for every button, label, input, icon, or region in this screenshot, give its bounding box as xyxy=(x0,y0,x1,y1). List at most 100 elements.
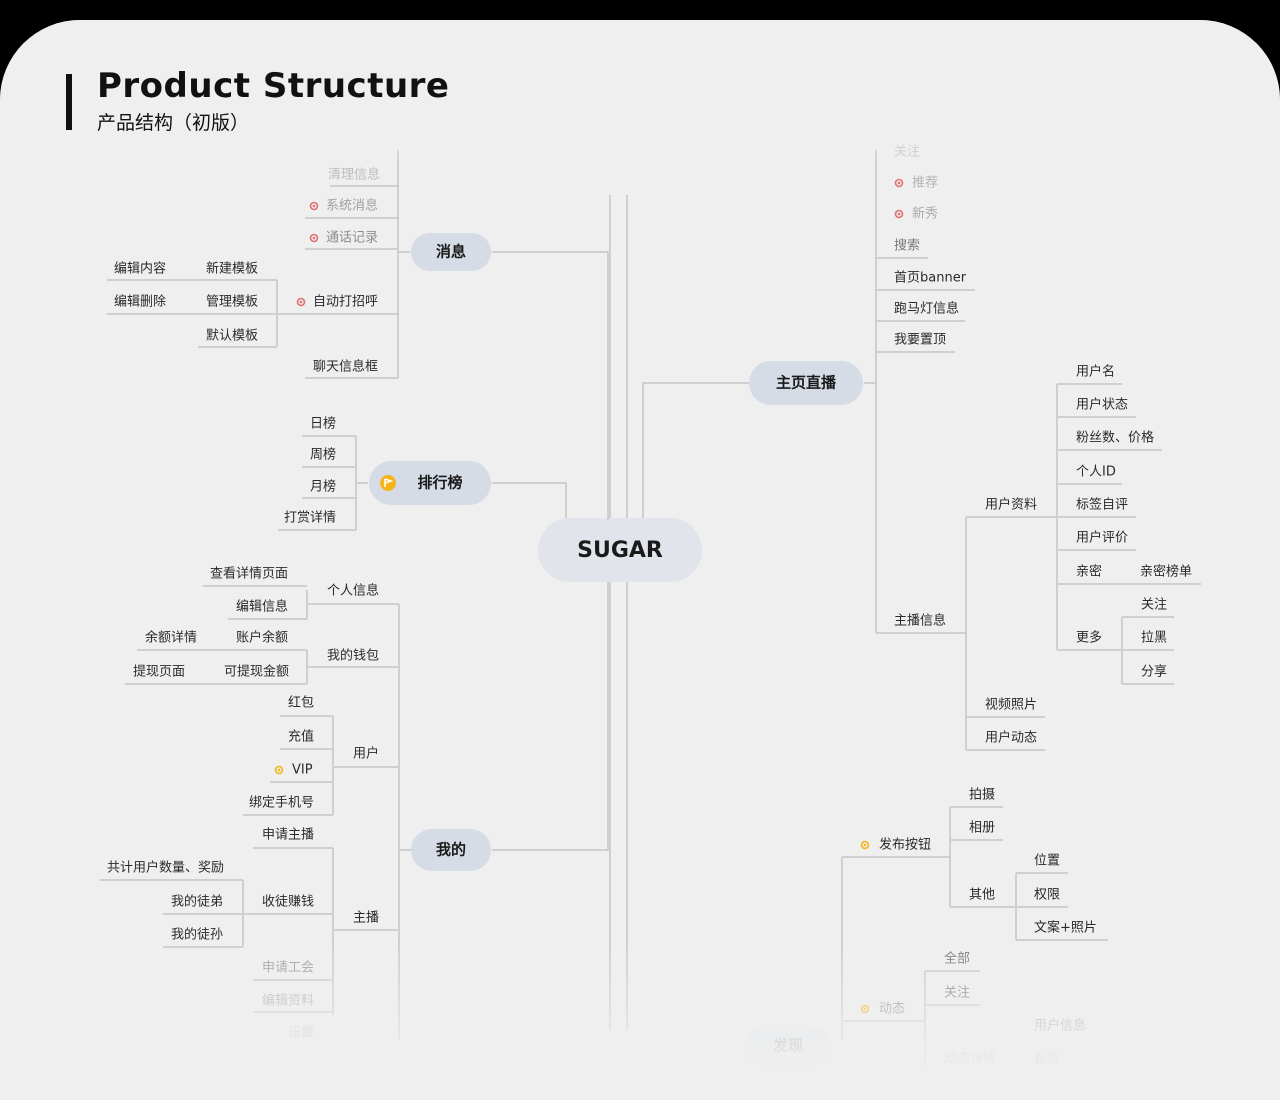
node-wenan: 文案+照片 xyxy=(1034,921,1097,936)
node-faded_r1: 关注 xyxy=(894,145,920,160)
node-lahei: 拉黑 xyxy=(1141,631,1167,646)
node-quanbu: 全部 xyxy=(944,951,970,967)
node-faded_r3: 新秀 xyxy=(912,206,938,222)
node-geren: 个人信息 xyxy=(327,583,379,599)
node-zhubo: 主播 xyxy=(353,911,379,926)
root-pill xyxy=(538,518,702,582)
node-shenqing_gh: 申请工会 xyxy=(262,961,314,976)
node-tixian_je: 可提现金额 xyxy=(224,664,289,680)
node-chongzhi: 充值 xyxy=(288,729,314,745)
vip-badge-icon xyxy=(274,765,284,775)
node-gerenid: 个人ID xyxy=(1076,465,1116,480)
node-sousuo: 搜索 xyxy=(894,239,920,254)
node-faded_b2: 动态详情 xyxy=(944,1052,996,1067)
node-faxian: 发现 xyxy=(772,1037,803,1055)
node-xiangce: 相册 xyxy=(969,821,995,836)
node-fabu: 发布按钮 xyxy=(879,837,931,853)
node-bianji_shanchu: 编辑删除 xyxy=(114,295,166,310)
node-guanli: 管理模板 xyxy=(206,295,258,310)
node-wode: 我的 xyxy=(436,841,466,859)
node-tudi: 我的徒弟 xyxy=(171,894,223,910)
node-moren: 默认模板 xyxy=(206,328,258,344)
vip-badge-icon-core xyxy=(277,768,281,772)
node-dongtai: 动态 xyxy=(879,1002,905,1017)
node-ribang: 日榜 xyxy=(310,416,336,432)
node-guanzhu: 关注 xyxy=(1141,598,1167,613)
node-sixin: 私信 xyxy=(1034,1052,1060,1067)
node-zhanghu: 账户余额 xyxy=(236,630,288,646)
node-fenxiang: 分享 xyxy=(1141,664,1167,680)
title-accent-bar xyxy=(66,74,72,130)
node-yonghuming: 用户名 xyxy=(1076,364,1115,380)
marker-icon xyxy=(894,209,904,219)
marker-icon-core xyxy=(897,181,901,185)
node-bangding: 绑定手机号 xyxy=(249,796,314,811)
xiaoxi-pill xyxy=(411,233,491,271)
connector-line xyxy=(642,382,750,518)
node-zhiding: 我要置顶 xyxy=(894,333,946,348)
node-zhoubang: 周榜 xyxy=(310,447,336,463)
node-fensi: 粉丝数、价格 xyxy=(1076,430,1154,446)
flag-glyph xyxy=(384,478,394,487)
connector-line xyxy=(492,482,567,518)
node-yonghu: 用户 xyxy=(353,746,379,762)
node-faded_top_left: 清理信息 xyxy=(328,167,380,183)
page-title: Product Structure xyxy=(97,66,450,106)
node-guanzhu2: 关注 xyxy=(944,986,970,1001)
marker-icon xyxy=(296,297,306,307)
flag-icon xyxy=(380,475,396,491)
node-faded_bottom: 设置 xyxy=(288,1026,314,1041)
fabu-badge-icon-core xyxy=(863,843,867,847)
node-tonghua: 通话记录 xyxy=(326,231,378,246)
node-xiaoxi: 消息 xyxy=(436,243,466,261)
node-qita: 其他 xyxy=(969,888,995,903)
node-paomadeng: 跑马灯信息 xyxy=(894,301,959,317)
node-qianbao: 我的钱包 xyxy=(327,648,379,664)
node-gengduo: 更多 xyxy=(1076,630,1102,646)
node-zhubo_xx: 主播信息 xyxy=(894,613,946,629)
marker-icon-core xyxy=(299,300,303,304)
node-yue_xq: 余额详情 xyxy=(145,630,197,646)
node-vip: VIP xyxy=(292,763,313,778)
node-liaotian: 聊天信息框 xyxy=(313,359,378,375)
node-chakan: 查看详情页面 xyxy=(210,566,288,582)
node-paihangbang: 排行榜 xyxy=(417,474,462,492)
node-paishe: 拍摄 xyxy=(969,788,995,803)
node-bianji_xinxi: 编辑信息 xyxy=(236,599,288,615)
node-dongtai_yh: 用户动态 xyxy=(985,730,1037,746)
dongtai-badge-icon-core xyxy=(863,1007,867,1011)
node-shipin: 视频照片 xyxy=(985,698,1037,713)
marker-icon-core xyxy=(312,236,316,240)
node-weizhi: 位置 xyxy=(1034,854,1060,869)
marker-icon xyxy=(309,233,319,243)
node-tixian_ym: 提现页面 xyxy=(133,664,185,680)
connector-line xyxy=(492,582,609,851)
node-shenqing_zb: 申请主播 xyxy=(262,828,314,843)
node-tusun: 我的徒孙 xyxy=(171,927,223,943)
paihangbang-pill xyxy=(369,461,491,505)
marker-icon xyxy=(309,201,319,211)
node-bianji_zl: 编辑资料 xyxy=(262,994,314,1009)
node-zhuye: 主页直播 xyxy=(776,374,837,392)
node-qinmi_bd: 亲密榜单 xyxy=(1140,564,1192,580)
node-pingjia: 用户评价 xyxy=(1076,530,1128,546)
zhuye-pill xyxy=(749,361,863,405)
wode-pill xyxy=(411,829,491,871)
node-hongbao: 红包 xyxy=(288,695,314,711)
node-zidong: 自动打招呼 xyxy=(313,295,378,310)
node-yuebang: 月榜 xyxy=(310,479,336,495)
node-faded_r2: 推荐 xyxy=(912,176,938,191)
node-shoutu: 收徒赚钱 xyxy=(262,894,314,910)
node-yonghu_zl: 用户资料 xyxy=(985,497,1037,513)
node-dashang: 打赏详情 xyxy=(284,511,336,526)
node-yonghu_xx: 用户信息 xyxy=(1034,1018,1086,1034)
marker-icon xyxy=(894,178,904,188)
node-xinjian: 新建模板 xyxy=(206,261,258,277)
node-qinmi: 亲密 xyxy=(1076,564,1102,580)
mindmap-card: SUGAR 消息 清理信息系统消息通话记录自动打招呼聊天信息框 新建模板管理模板默认模… xyxy=(0,20,1280,1100)
node-zhuangtai: 用户状态 xyxy=(1076,397,1128,413)
marker-icon-core xyxy=(897,212,901,216)
node-xitong: 系统消息 xyxy=(326,198,378,214)
root-label: SUGAR xyxy=(577,538,663,563)
